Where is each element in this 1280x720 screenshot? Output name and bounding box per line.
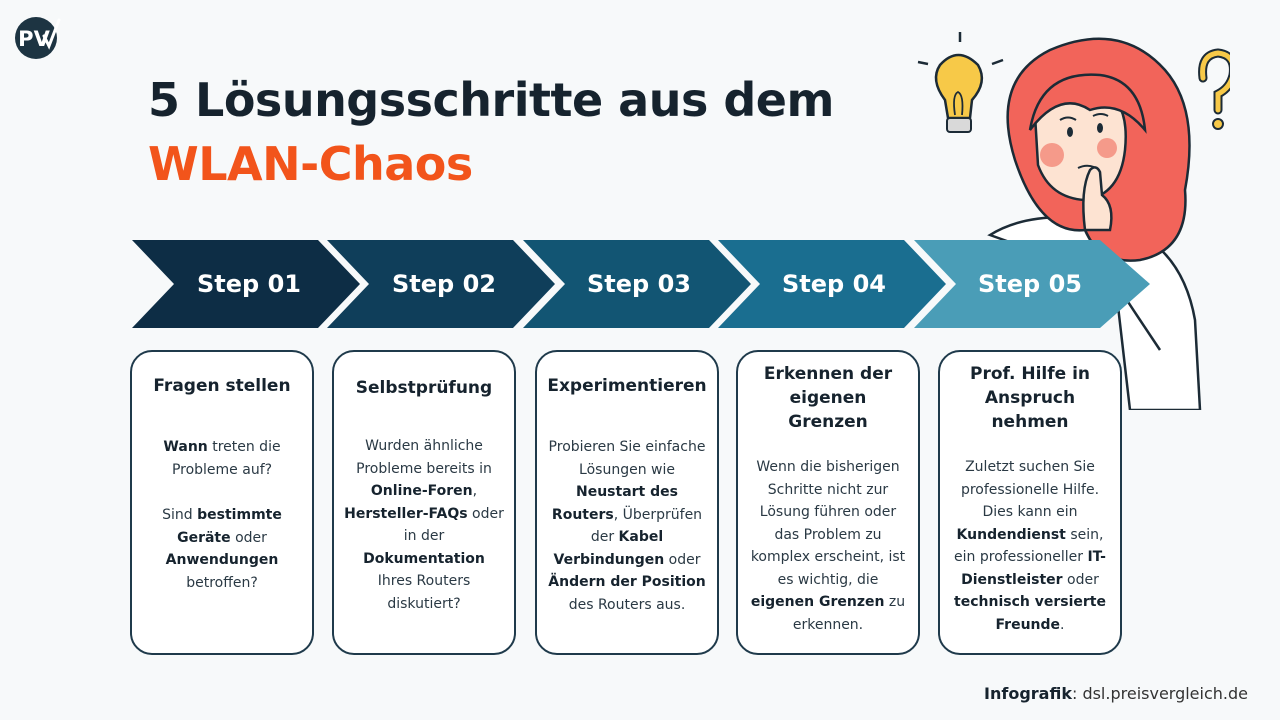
emphasis-text: Hersteller-FAQs [344,505,468,522]
body-text: des Routers aus. [568,596,686,613]
body-text: oder [664,551,701,568]
body-text: oder in der [403,505,504,545]
step-text-1-p2: Sind bestimmte Geräte oder Anwendungen b… [142,504,302,594]
step-text-2-p1: Wurden ähnliche Probleme bereits in Onli… [344,435,504,615]
body-text: sein, ein professioneller [954,526,1104,566]
emphasis-text: Neustart des Routers [551,484,678,523]
thinking-woman-illustration [917,32,1230,410]
step-card-2: Selbstprüfung Wurden ähnliche Probleme b… [332,350,516,655]
body-text: Ihres Routers diskutiert? [377,573,471,612]
lightbulb-icon [917,32,1004,133]
step-arrow-5 [914,240,1150,328]
step-text-5-p1: Zuletzt suchen Sie professionelle Hilfe.… [950,456,1110,636]
source-site: dsl.preisvergleich.de [1082,684,1248,703]
step-heading-4: Erkennen der eigenen Grenzen [763,364,893,432]
step-arrow-2 [327,240,555,328]
step-card-5: Prof. Hilfe in Anspruch nehmen Zuletzt s… [938,350,1122,655]
emphasis-text: Kundendienst [956,526,1066,543]
step-card-4: Erkennen der eigenen Grenzen Wenn die bi… [736,350,920,655]
body-text: oder [1062,571,1099,588]
emphasis-text: eigenen Grenzen [750,594,885,610]
emphasis-text: Kabel Verbindungen [553,529,665,568]
step-label-2: Step 02 [392,270,496,298]
step-label-4: Step 04 [782,270,886,298]
step-arrow-3 [523,240,751,328]
body-text: Wurden ähnliche Probleme bereits in [356,438,492,477]
pv-logo: PV [14,14,62,62]
step-heading-1: Fragen stellen [153,376,291,396]
step-text-1-p1: Wann treten die Probleme auf? [142,436,302,481]
step-arrow-1 [132,240,360,328]
emphasis-text: Ändern der Position [548,574,706,590]
step-arrow-4 [718,240,946,328]
page-title: 5 Lösungsschritte aus dem WLAN-Chaos [148,72,834,192]
step-text-5: Zuletzt suchen Sie professionelle Hilfe.… [950,456,1110,636]
body-text: oder [230,529,267,546]
source-separator: : [1071,684,1083,703]
step-heading-3: Experimentieren [547,376,707,396]
body-text: treten die Probleme auf? [171,439,281,478]
step-label-3: Step 03 [587,270,691,298]
body-text: zu erkennen. [792,594,906,633]
emphasis-text: Online-Foren [370,483,473,499]
step-text-2: Wurden ähnliche Probleme bereits in Onli… [344,435,504,615]
source-label: Infografik [984,684,1072,703]
emphasis-text: Wann [163,439,208,455]
step-label-5: Step 05 [978,270,1082,298]
step-label-1: Step 01 [197,270,301,298]
emphasis-text: Anwendungen [165,552,279,568]
step-heading-2: Selbstprüfung [355,378,493,398]
body-text: Wenn die bisherigen Schritte nicht zur L… [750,459,906,588]
question-mark-icon [1198,48,1230,130]
step-text-3-p1: Probieren Sie einfache Lösungen wie Neus… [547,436,707,616]
step-text-4-p1: Wenn die bisherigen Schritte nicht zur L… [748,456,908,636]
body-text: , Überprüfen der [590,506,703,546]
step-card-3: Experimentieren Probieren Sie einfache L… [535,350,719,655]
title-line-1: 5 Lösungsschritte aus dem [148,73,834,127]
body-text: Sind [162,507,198,523]
step-text-4: Wenn die bisherigen Schritte nicht zur L… [748,456,908,636]
step-heading-5: Prof. Hilfe in Anspruch nehmen [969,364,1091,432]
emphasis-text: IT-Dienstleister [961,549,1106,588]
step-text-1: Wann treten die Probleme auf? Sind besti… [142,436,302,594]
body-text: . [1060,616,1065,633]
emphasis-text: Dokumentation [363,550,485,567]
emphasis-text: technisch versierte Freunde [954,594,1106,633]
step-card-1: Fragen stellen Wann treten die Probleme … [130,350,314,655]
emphasis-text: bestimmte Geräte [177,507,282,546]
body-text: betroffen? [186,574,258,591]
title-line-2: WLAN-Chaos [148,137,473,191]
step-text-3: Probieren Sie einfache Lösungen wie Neus… [547,436,707,616]
source-credit: Infografik: dsl.preisvergleich.de [984,684,1248,703]
body-text: Zuletzt suchen Sie professionelle Hilfe.… [960,459,1100,520]
body-text: , [472,483,478,499]
body-text: Probieren Sie einfache Lösungen wie [548,439,706,478]
